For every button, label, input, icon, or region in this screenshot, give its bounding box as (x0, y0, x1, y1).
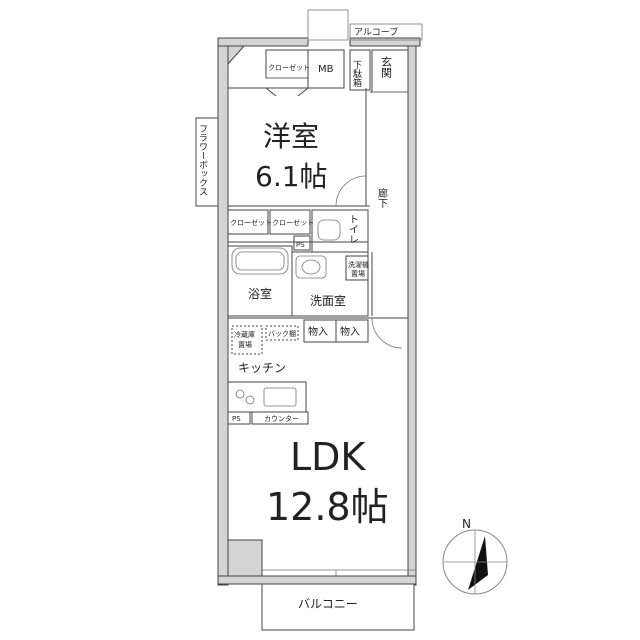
flower-box (195, 117, 219, 207)
ps-bottom-label: PS (232, 415, 241, 423)
balcony-label: バルコニー (298, 597, 358, 611)
counter-label: カウンター (264, 414, 299, 423)
alcove-area (307, 9, 423, 41)
corridor-and-doors (262, 91, 416, 577)
storage-closets (228, 317, 408, 349)
mb-label: MB (318, 64, 334, 75)
laundry-label-2: 置場 (351, 269, 365, 278)
washroom-label: 洗面室 (310, 293, 346, 308)
upper-service-block (227, 49, 409, 208)
toilet-label: トイレ (347, 214, 359, 244)
fridge-label-1: 冷蔵庫 (234, 330, 255, 339)
middle-service-block (227, 209, 369, 253)
closet-right-label: クローゼット (272, 218, 314, 227)
closet-left-label: クローゼット (230, 218, 272, 227)
entrance-label: 玄関 (380, 55, 393, 78)
storage-1-label: 物入 (308, 325, 328, 338)
fridge-label-2: 置場 (238, 340, 252, 349)
storage-2-label: 物入 (340, 325, 360, 338)
ldk-name: LDK (290, 435, 366, 479)
ps-top-label: PS (296, 241, 305, 249)
western-room-name: 洋室 (263, 120, 319, 153)
ldk-size: 12.8帖 (266, 485, 389, 529)
alcove-label: アルコーブ (354, 26, 398, 38)
bathroom-label: 浴室 (248, 286, 272, 301)
laundry-label-1: 洗濯機 (348, 260, 369, 269)
balcony-area (261, 583, 415, 631)
corridor-label: 廊下 (376, 187, 388, 209)
closet-top-label: クローゼット (268, 63, 310, 72)
kitchen-area (227, 325, 309, 425)
bathroom-area (227, 245, 293, 317)
compass-north-label: N (462, 517, 471, 531)
flower-box-label: フラワーボックス (197, 124, 208, 196)
western-room-size: 6.1帖 (255, 160, 328, 193)
compass (442, 529, 508, 595)
back-shelf-label: バック棚 (268, 329, 296, 338)
kitchen-label: キッチン (238, 361, 286, 375)
shoe-box-label: 下駄箱 (351, 60, 362, 88)
washroom-area (291, 251, 373, 317)
